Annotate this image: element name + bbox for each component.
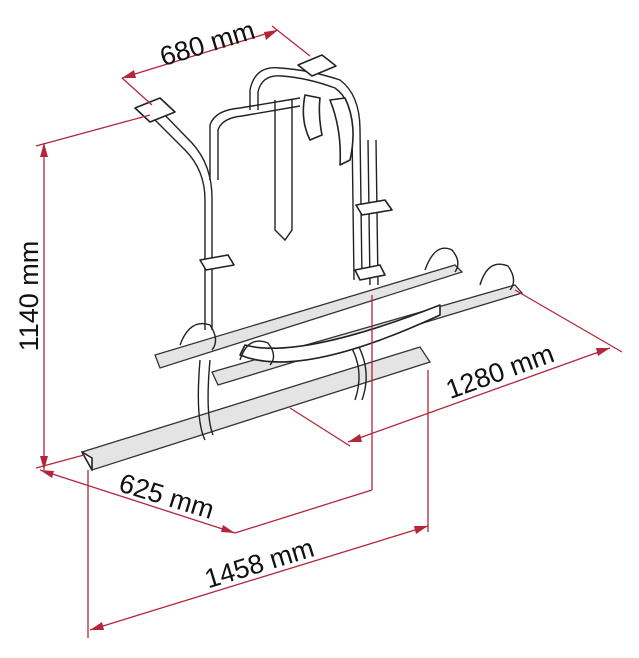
- bike-arm: [302, 94, 323, 141]
- strap: [274, 100, 293, 242]
- label-1140: 1140 mm: [14, 241, 44, 352]
- wheel-holder: [179, 322, 217, 351]
- label-680: 680 mm: [156, 15, 258, 72]
- dimension-lines: [35, 25, 623, 638]
- label-625: 625 mm: [116, 468, 218, 525]
- dim-line-680: [121, 29, 279, 79]
- right-mount-bracket: [297, 54, 337, 77]
- lower-left-tube: [197, 359, 214, 441]
- label-1458: 1458 mm: [201, 533, 317, 595]
- dim-line-625: [39, 469, 236, 534]
- platform: [239, 304, 441, 363]
- bike-rack-illustration: [81, 54, 524, 471]
- top-crossbar: [209, 97, 301, 180]
- rail-back: [154, 264, 464, 369]
- left-strut: [149, 114, 206, 330]
- label-1280: 1280 mm: [442, 338, 558, 405]
- arrowhead: [264, 30, 278, 40]
- dim-line-1458: [89, 525, 429, 631]
- arrowhead: [122, 70, 136, 78]
- dim-line-1280: [347, 347, 611, 443]
